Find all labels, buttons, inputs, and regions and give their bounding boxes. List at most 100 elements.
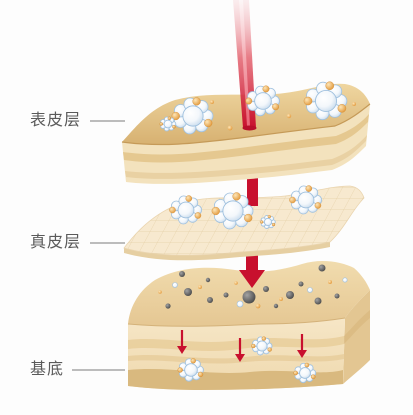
particle-bead <box>260 220 264 224</box>
particle-bead <box>271 222 276 227</box>
particle-bead <box>310 374 316 380</box>
base-label: 基底 <box>30 359 65 378</box>
base-small-sphere <box>172 282 178 288</box>
dark-particle <box>318 264 326 272</box>
epidermis-label: 表皮层 <box>30 110 82 129</box>
base-cluster-left <box>177 358 204 382</box>
particle-bead <box>192 97 201 106</box>
dermis-cluster-small <box>260 215 276 229</box>
particle-bead <box>245 97 253 105</box>
base-top-rim <box>127 317 346 327</box>
particle-bead <box>325 81 335 91</box>
particle-core <box>256 340 268 352</box>
particle-bead <box>244 213 253 223</box>
laser-arrow-into-base <box>239 252 265 288</box>
particle-bead <box>194 212 202 219</box>
epidermis-stratum-upper <box>123 114 369 163</box>
particle-bead <box>190 358 196 364</box>
laser-arrow-shaft <box>246 252 258 272</box>
base-particles <box>158 264 348 309</box>
particle-core <box>263 217 273 227</box>
base-arrow-left <box>177 330 187 354</box>
base-bead <box>158 290 162 294</box>
dark-particle <box>273 303 279 309</box>
dark-particle <box>223 292 229 298</box>
particle-bead <box>267 347 272 352</box>
particle-bead <box>232 192 241 201</box>
base-side-stripe <box>344 310 370 344</box>
particle-core <box>297 191 315 209</box>
particle-bead <box>267 215 271 219</box>
particle-core <box>314 89 338 113</box>
dark-particle <box>314 297 322 305</box>
dark-particle <box>334 293 340 299</box>
particle-core <box>299 367 311 379</box>
dark-particle <box>165 303 171 309</box>
dark-particle <box>205 277 211 283</box>
epidermis-top-rim <box>121 103 371 146</box>
particle-bead <box>314 202 322 209</box>
dark-particle <box>242 290 256 304</box>
particle-bead <box>177 367 183 373</box>
base-arrow-right <box>297 334 307 358</box>
laser-segment-mid <box>247 178 258 206</box>
base-bead <box>279 297 283 301</box>
particle-bead <box>211 206 220 216</box>
epidermis-cluster-center <box>245 85 280 117</box>
particle-bead <box>172 125 176 129</box>
epidermis-stratum-lower <box>125 135 367 179</box>
base-side-face <box>343 290 370 384</box>
arrow-head <box>235 354 245 362</box>
arrow-head <box>297 350 307 358</box>
particle-core <box>222 200 244 222</box>
particle-bead <box>185 195 193 202</box>
dark-particle <box>286 291 294 299</box>
epidermis-cluster-right <box>303 81 348 121</box>
dark-particle <box>298 281 304 287</box>
base-stratum-mid <box>128 354 344 364</box>
dark-particle <box>207 297 213 303</box>
dark-particle <box>184 288 192 296</box>
loose-bead <box>352 102 356 106</box>
particle-bead <box>337 104 347 113</box>
laser-impact-spot <box>242 125 257 131</box>
base-bead <box>198 285 202 289</box>
dermis-cluster-center <box>211 192 254 230</box>
particle-bead <box>303 96 313 106</box>
dermis-cluster-right <box>289 185 323 215</box>
base-small-sphere <box>236 300 244 308</box>
base-block <box>127 261 370 390</box>
base-cluster-right <box>293 362 317 384</box>
base-bead <box>234 281 238 285</box>
particle-bead <box>169 206 176 214</box>
particle-core <box>184 363 198 377</box>
dark-particle <box>179 271 185 277</box>
particle-bead <box>159 122 163 126</box>
base-cluster-center <box>251 336 273 356</box>
epidermis-cluster-left <box>171 97 214 135</box>
particle-bead <box>171 111 180 121</box>
particle-bead <box>204 118 213 128</box>
base-small-sphere <box>307 287 313 293</box>
particle-bead <box>261 336 266 341</box>
particle-core <box>254 92 272 110</box>
particle-bead <box>262 85 270 93</box>
loose-bead <box>210 100 214 104</box>
particle-bead <box>289 196 296 204</box>
loose-bead <box>286 113 292 119</box>
laser-beam-core <box>239 0 250 126</box>
particle-bead <box>251 343 256 349</box>
particle-bead <box>305 185 313 192</box>
loose-bead <box>227 125 233 131</box>
laser-arrow-head <box>239 270 265 288</box>
dark-particle <box>263 286 269 292</box>
dermis-cluster-left <box>169 195 203 225</box>
base-arrow-center <box>235 338 245 362</box>
base-small-sphere <box>342 277 348 283</box>
particle-bead <box>167 116 172 121</box>
particle-bead <box>304 362 310 368</box>
base-bead <box>255 303 261 309</box>
dermis-edge <box>124 242 330 261</box>
